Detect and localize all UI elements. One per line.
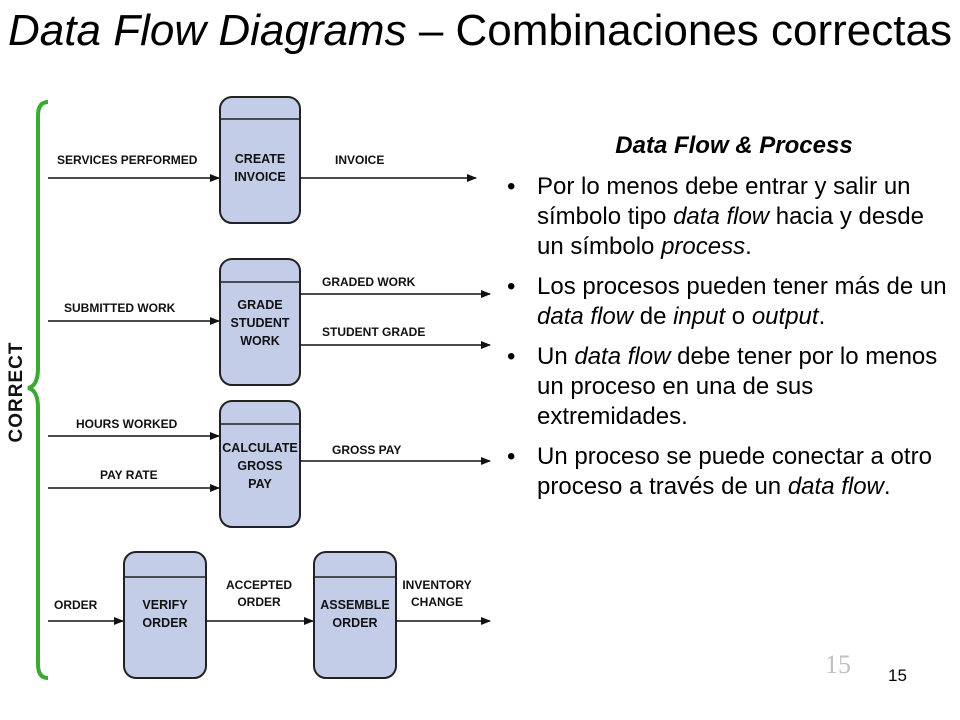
- process-verify-order: [123, 551, 207, 679]
- flow-label-gross-pay: GROSS PAY: [332, 443, 401, 457]
- bullet-text: Por lo menos debe entrar y salir un símb…: [537, 173, 911, 230]
- bullet-item: • Un data flow debe tener por lo menos un…: [505, 342, 953, 432]
- explanation-panel: Data Flow & Process • Por lo menos debe e…: [505, 132, 953, 512]
- slide-title-italic: Data Flow Diagrams: [8, 6, 407, 55]
- process-label-line: CALCULATE: [222, 441, 297, 455]
- dfd-diagram: CORRECT CREATE INVOICE SERVICES PERFORME…: [6, 96, 491, 680]
- bullet-text: .: [883, 473, 891, 500]
- bullet-item: • Por lo menos debe entrar y salir un sím…: [505, 172, 953, 262]
- correct-bracket: [27, 100, 49, 680]
- flow-label-submitted-work: SUBMITTED WORK: [64, 301, 176, 315]
- flow-label-graded-work: GRADED WORK: [322, 275, 416, 289]
- bullet-text: Un proceso se puede conectar a otro proc…: [537, 443, 932, 500]
- bullet-text: o: [725, 303, 752, 330]
- process-label-line: INVOICE: [234, 170, 285, 184]
- flow-label-inventory-change: CHANGE: [411, 595, 463, 609]
- slide-title: Data Flow Diagrams – Combinaciones corre…: [0, 6, 960, 56]
- bullet-dot-icon: •: [507, 443, 516, 470]
- bullet-text: Los procesos pueden tener más de un: [537, 273, 947, 300]
- correct-label: CORRECT: [6, 342, 27, 443]
- bullet-list: • Por lo menos debe entrar y salir un sím…: [505, 172, 953, 502]
- bullet-text-italic: data flow: [537, 303, 634, 330]
- bullet-text-italic: data flow: [673, 203, 770, 230]
- flow-label-student-grade: STUDENT GRADE: [322, 325, 425, 339]
- process-label-line: PAY: [248, 477, 272, 491]
- panel-heading: Data Flow & Process: [615, 132, 853, 159]
- process-label-line: ORDER: [332, 616, 377, 630]
- bullet-text-italic: data flow: [574, 343, 671, 370]
- process-label-line: STUDENT: [230, 316, 289, 330]
- bullet-text-italic: process: [661, 233, 746, 260]
- bullet-text-italic: data flow: [787, 473, 884, 500]
- process-create-invoice: [219, 96, 301, 224]
- slide-number: 15: [888, 666, 907, 685]
- process-label-line: VERIFY: [142, 598, 188, 612]
- bullet-text: de: [633, 303, 674, 330]
- process-label-line: CREATE: [235, 152, 285, 166]
- slide-title-rest: – Combinaciones correctas: [406, 6, 952, 55]
- process-calculate-gross-pay: [219, 400, 301, 528]
- process-grade-student-work: [219, 258, 301, 386]
- process-label-line: GROSS: [237, 459, 282, 473]
- process-label-line: ASSEMBLE: [320, 598, 389, 612]
- bullet-text: Un: [537, 343, 575, 370]
- bullet-item: • Un proceso se puede conectar a otro pro…: [505, 442, 953, 502]
- flow-label-hours-worked: HOURS WORKED: [76, 417, 178, 431]
- bullet-text: .: [818, 303, 826, 330]
- bullet-text: hacia y desde un símbolo: [537, 203, 924, 260]
- flow-label-services-performed: SERVICES PERFORMED: [57, 153, 198, 167]
- bullet-text-italic: input: [673, 303, 726, 330]
- process-label-line: GRADE: [237, 298, 282, 312]
- flow-label-inventory-change: INVENTORY: [402, 578, 471, 592]
- bullet-dot-icon: •: [507, 173, 516, 200]
- process-label-line: ORDER: [142, 616, 187, 630]
- bullet-text: debe tener por lo menos un proceso en un…: [537, 343, 938, 430]
- flow-label-accepted-order: ORDER: [237, 595, 281, 609]
- flow-label-order: ORDER: [54, 598, 98, 612]
- bullet-item: • Los procesos pueden tener más de un dat…: [505, 272, 953, 332]
- bullet-dot-icon: •: [507, 343, 516, 370]
- bullet-text-italic: output: [751, 303, 819, 330]
- flow-label-pay-rate: PAY RATE: [100, 468, 158, 482]
- process-label-line: WORK: [240, 334, 280, 348]
- process-assemble-order: [313, 551, 397, 679]
- bullet-text: .: [745, 233, 752, 260]
- bullet-dot-icon: •: [507, 273, 516, 300]
- flow-label-accepted-order: ACCEPTED: [226, 578, 292, 592]
- flow-label-invoice: INVOICE: [335, 153, 384, 167]
- slide-number-large: 15: [825, 650, 851, 679]
